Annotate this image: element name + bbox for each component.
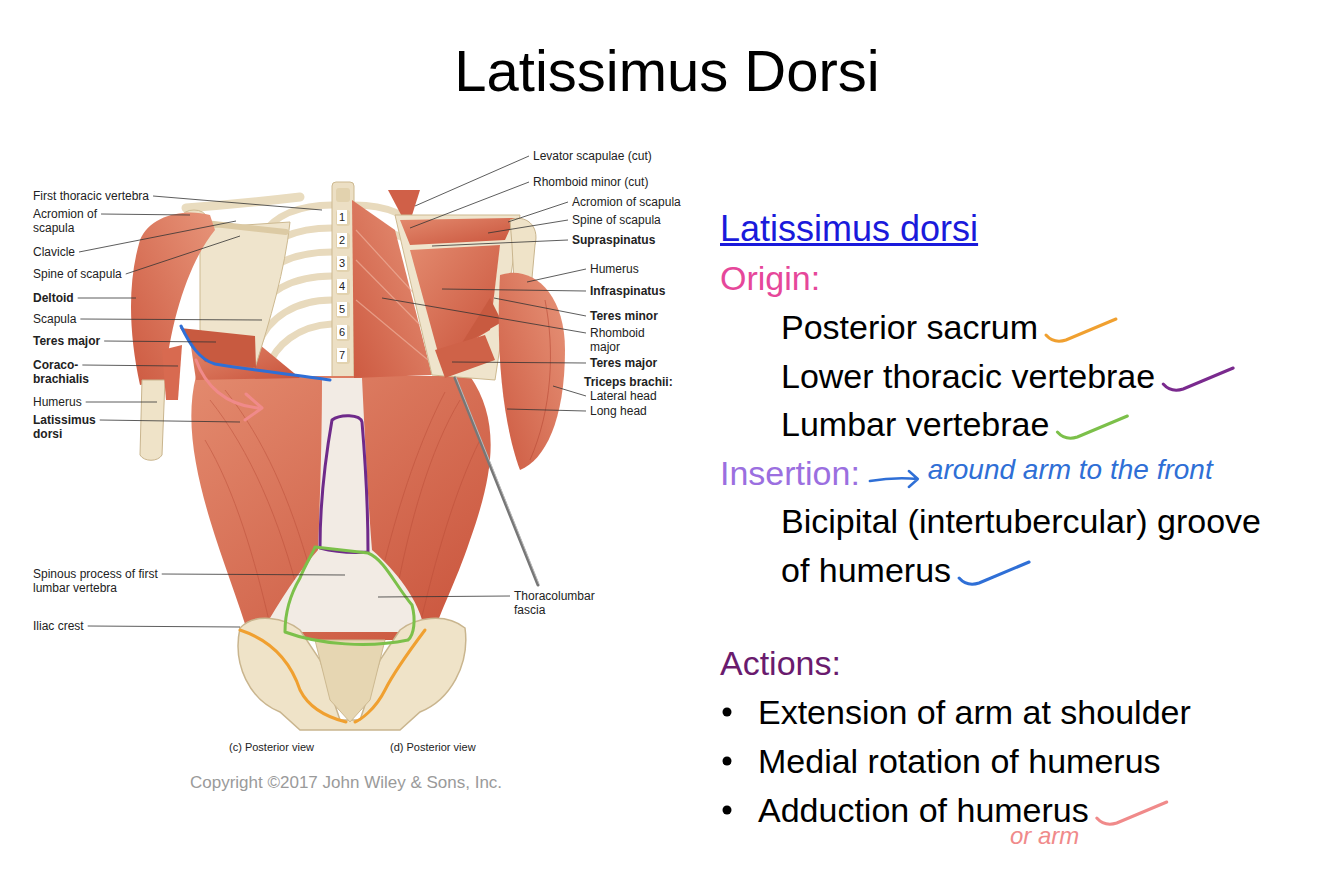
view-caption: (d) Posterior view (390, 740, 476, 754)
bullet-dot (723, 708, 732, 717)
part-label: Supraspinatus (572, 233, 655, 247)
slide-text: Origin: (720, 254, 820, 303)
leader-line (488, 220, 568, 233)
part-label: Teres minor (590, 309, 658, 323)
leader-line (80, 319, 262, 320)
leader-line (432, 240, 568, 246)
part-label: Thoracolumbar fascia (514, 589, 614, 617)
callout-number: 1 (337, 210, 347, 224)
part-label: Iliac crest (33, 619, 84, 633)
leader-line (88, 626, 240, 627)
leader-line (153, 196, 322, 210)
leader-line (126, 236, 240, 274)
part-label: Acromion of scapula (33, 207, 113, 235)
part-label: Infraspinatus (590, 284, 665, 298)
part-label: Spine of scapula (33, 267, 122, 281)
part-label: Teres major (33, 334, 100, 348)
callout-number: 7 (337, 348, 347, 362)
part-label: Long head (590, 404, 647, 418)
slide-text: Latissimus dorsi (720, 204, 978, 253)
bullet-dot (723, 806, 732, 815)
callout-number: 3 (337, 256, 347, 270)
leader-line (442, 289, 586, 291)
leader-line (508, 202, 568, 222)
part-label: Humerus (33, 395, 82, 409)
hand-arrow (870, 471, 918, 487)
slide-title: Latissimus Dorsi (0, 36, 1334, 106)
part-label: Deltoid (33, 291, 74, 305)
callout-number: 6 (337, 325, 347, 339)
slide-text: Insertion: (720, 449, 860, 498)
leader-line (79, 221, 236, 252)
slide-text: Lower thoracic vertebrae (781, 352, 1155, 401)
part-label: Latissimus dorsi (33, 413, 115, 441)
leader-line (507, 409, 586, 411)
leader-line (100, 420, 240, 422)
check-mark (1097, 802, 1167, 824)
leader-line (553, 386, 586, 396)
handwritten-note: or arm (1010, 820, 1079, 851)
view-caption: (c) Posterior view (229, 740, 314, 754)
leader-line (527, 269, 586, 282)
slide-text: Extension of arm at shoulder (758, 688, 1191, 737)
slide-text: Actions: (720, 639, 841, 688)
part-label: Acromion of scapula (572, 195, 681, 209)
callout-number: 4 (337, 279, 347, 293)
handwritten-note: around arm to the front (928, 452, 1213, 488)
part-label: Rhomboid minor (cut) (533, 175, 648, 189)
callout-number: 5 (337, 302, 347, 316)
check-mark (1046, 319, 1116, 341)
leader-line (82, 365, 178, 366)
part-label: First thoracic vertebra (33, 189, 149, 203)
part-label: Clavicle (33, 245, 75, 259)
leader-line (78, 298, 136, 299)
bullet-dot (723, 757, 732, 766)
part-label: Coraco- brachialis (33, 358, 95, 386)
slide-text: Lumbar vertebrae (781, 400, 1049, 449)
part-label: Teres major (590, 356, 657, 370)
part-label: Levator scapulae (cut) (533, 149, 652, 163)
leader-line (101, 214, 190, 215)
leader-line (162, 574, 345, 575)
slide-text: Posterior sacrum (781, 303, 1038, 352)
copyright-note: Copyright ©2017 John Wiley & Sons, Inc. (190, 772, 502, 794)
leader-line (104, 341, 216, 342)
slide-text: Medial rotation of humerus (758, 737, 1161, 786)
leader-line (415, 156, 529, 206)
check-mark (959, 562, 1029, 584)
part-label: Rhomboid major (590, 326, 662, 354)
callout-number: 2 (337, 233, 347, 247)
part-label: Spinous process of first lumbar vertebra (33, 567, 158, 595)
leader-line (452, 362, 586, 363)
leader-line (378, 596, 510, 597)
slide-text: Bicipital (intertubercular) groove of hu… (781, 497, 1261, 595)
leader-line (382, 298, 586, 333)
part-label: Humerus (590, 262, 639, 276)
part-label: Spine of scapula (572, 213, 661, 227)
leader-line (494, 298, 586, 316)
leader-line (86, 402, 157, 403)
part-label: Scapula (33, 312, 76, 326)
part-label: Triceps brachii: (584, 375, 673, 389)
check-mark (1163, 368, 1233, 390)
part-label: Lateral head (590, 389, 657, 403)
check-mark (1057, 416, 1127, 438)
